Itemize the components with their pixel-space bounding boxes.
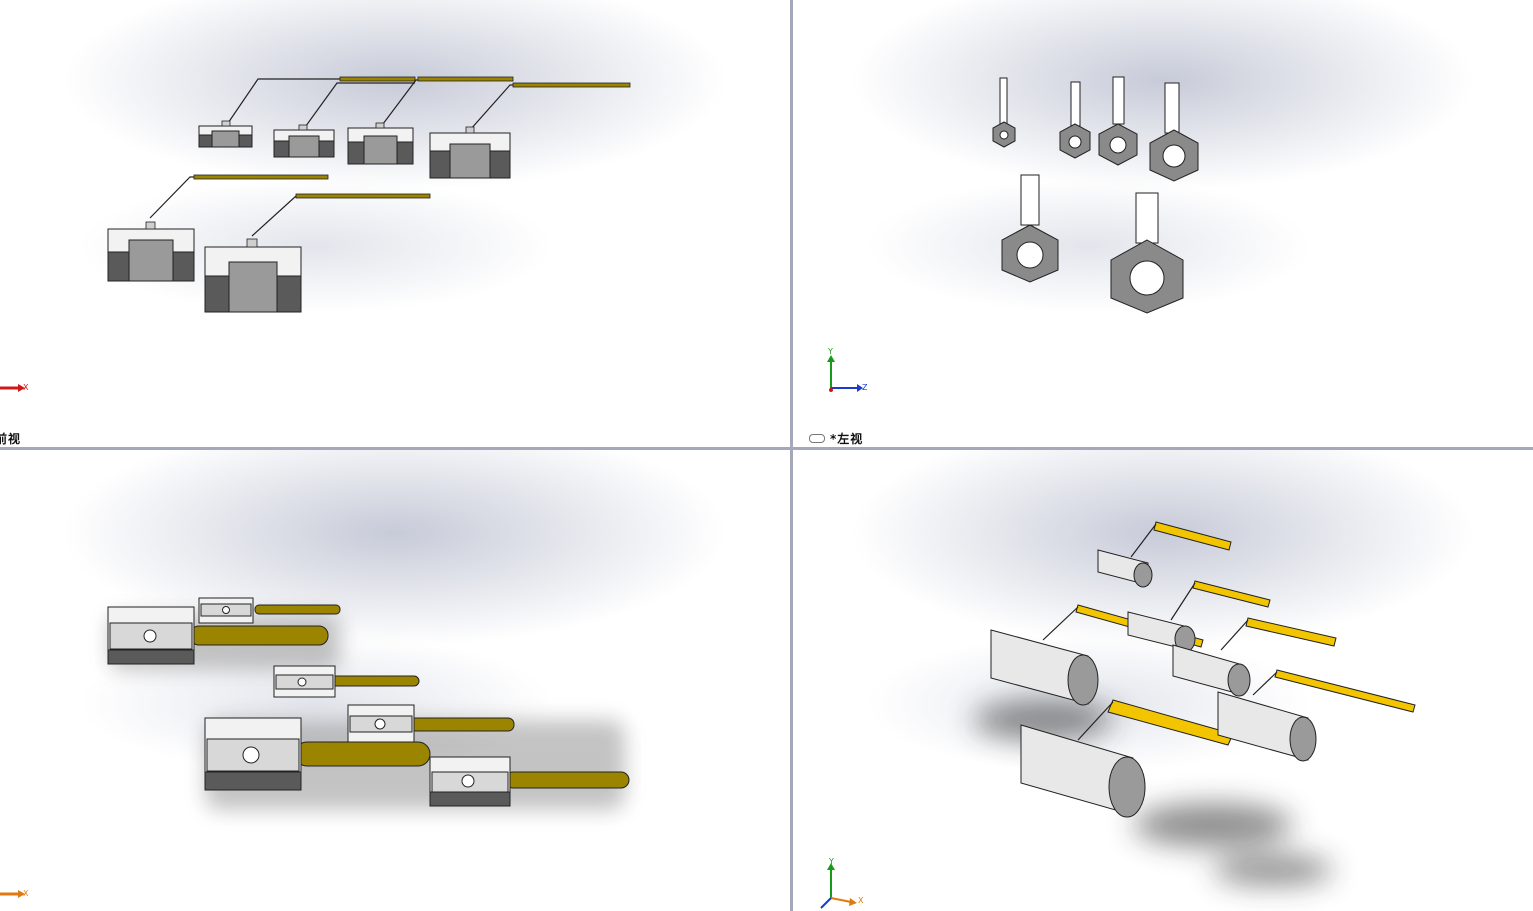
axis-z-letter: Z xyxy=(862,383,869,392)
axis-x-letter-top: X xyxy=(23,889,30,898)
viewport-splitter-vertical[interactable] xyxy=(790,0,793,911)
valve-body-2 xyxy=(273,129,335,158)
valve-top-3 xyxy=(273,665,336,698)
axis-y-letter-iso: Y xyxy=(829,857,835,866)
viewport-label-left: *左视 xyxy=(809,430,863,447)
valve-body-3 xyxy=(347,127,414,165)
iso-view-model xyxy=(973,521,1416,885)
valve-top-2 xyxy=(198,597,254,624)
viewport-front[interactable]: X 前视 xyxy=(0,0,790,447)
viewport-label-front: 前视 xyxy=(0,432,22,446)
front-view-model xyxy=(107,76,631,313)
left-view-model xyxy=(992,76,1199,314)
viewport-top[interactable]: X xyxy=(0,450,790,911)
valve-top-6 xyxy=(429,756,511,807)
viewport-iso[interactable]: Y X xyxy=(793,450,1533,911)
valve-body-4 xyxy=(429,132,511,179)
valve-top-4 xyxy=(347,704,415,743)
top-view-model xyxy=(107,597,630,810)
valve-iso-4 xyxy=(1217,691,1317,762)
axis-triad-top xyxy=(0,890,25,898)
valve-end-2 xyxy=(1059,123,1091,159)
valve-iso-6 xyxy=(1020,724,1146,818)
valve-top-5 xyxy=(204,717,302,791)
valve-end-4 xyxy=(1149,129,1199,182)
axis-x-letter: X xyxy=(23,383,30,392)
axis-triad-left xyxy=(827,355,863,392)
valve-iso-1 xyxy=(1097,549,1153,588)
viewport-splitter-horizontal[interactable] xyxy=(0,447,1533,450)
valve-body-5 xyxy=(107,228,195,282)
valve-end-5 xyxy=(1001,224,1059,283)
axis-y-letter: Y xyxy=(828,347,834,356)
valve-top-1 xyxy=(107,606,195,665)
valve-end-6 xyxy=(1110,239,1184,314)
viewport-left[interactable]: Y Z *左视 xyxy=(793,0,1533,447)
viewport-label-left-text: *左视 xyxy=(830,432,864,446)
valve-body-6 xyxy=(204,246,302,313)
axis-triad-iso xyxy=(820,863,857,909)
axis-x-letter-iso: X xyxy=(858,896,865,905)
valve-iso-5 xyxy=(990,629,1099,706)
valve-end-1 xyxy=(992,121,1016,148)
valve-end-3 xyxy=(1098,123,1138,166)
valve-body-1 xyxy=(198,125,253,148)
axis-triad-front xyxy=(0,384,25,392)
valve-iso-3 xyxy=(1172,644,1251,697)
link-views-icon[interactable] xyxy=(809,434,825,443)
valve-iso-2 xyxy=(1127,611,1196,653)
